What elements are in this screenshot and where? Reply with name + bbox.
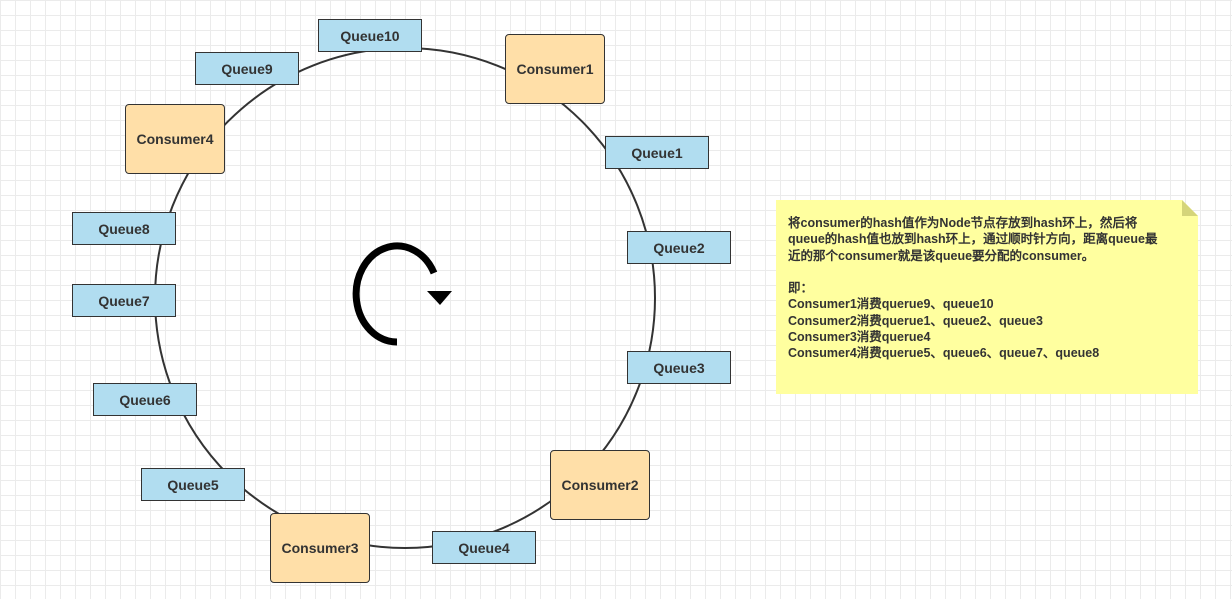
note-line: Consumer3消费querue4 [788,330,931,345]
consumer-node-3[interactable]: Consumer3 [270,513,370,583]
queue-label: Queue3 [653,359,705,376]
queue-node-8[interactable]: Queue8 [72,212,176,245]
note-text: 将consumer的hash值作为Node节点存放到hash环上，然后将 que… [788,215,1188,362]
queue-label: Queue4 [458,539,510,556]
queue-label: Queue7 [98,292,150,309]
queue-label: Queue10 [340,27,400,44]
note-line: 将consumer的hash值作为Node节点存放到hash环上，然后将 [788,216,1138,230]
queue-node-5[interactable]: Queue5 [141,468,245,501]
sticky-note-fold [1182,200,1198,216]
clockwise-arrowhead-icon [427,291,452,305]
queue-label: Queue2 [653,239,705,256]
consumer-node-4[interactable]: Consumer4 [125,104,225,174]
queue-label: Queue1 [631,144,683,161]
note-line [788,264,1188,280]
consumer-node-2[interactable]: Consumer2 [550,450,650,520]
consumer-label: Consumer3 [281,540,359,556]
note-line: 近的那个consumer就是该queue要分配的consumer。 [788,248,1095,263]
queue-label: Queue5 [167,476,219,493]
consumer-label: Consumer2 [561,477,639,493]
queue-node-1[interactable]: Queue1 [605,136,709,169]
consumer-node-1[interactable]: Consumer1 [505,34,605,104]
queue-node-9[interactable]: Queue9 [195,52,299,85]
queue-node-4[interactable]: Queue4 [432,531,536,564]
queue-label: Queue9 [221,60,273,77]
queue-node-2[interactable]: Queue2 [627,231,731,264]
consumer-label: Consumer4 [136,131,214,147]
queue-node-3[interactable]: Queue3 [627,351,731,384]
consumer-label: Consumer1 [516,61,594,77]
note-line: Consumer2消费querue1、queue2、queue3 [788,313,1043,328]
sticky-note [776,200,1198,394]
note-line: Consumer1消费querue9、queue10 [788,297,994,312]
clockwise-arrow-icon [352,242,438,346]
queue-label: Queue6 [119,391,171,408]
queue-node-7[interactable]: Queue7 [72,284,176,317]
note-line: 即： [788,281,814,296]
note-line: queue的hash值也放到hash环上，通过顺时针方向，距离queue最 [788,232,1158,247]
queue-label: Queue8 [98,220,150,237]
queue-node-6[interactable]: Queue6 [93,383,197,416]
note-line: Consumer4消费querue5、queue6、queue7、queue8 [788,346,1100,361]
queue-node-10[interactable]: Queue10 [318,19,422,52]
